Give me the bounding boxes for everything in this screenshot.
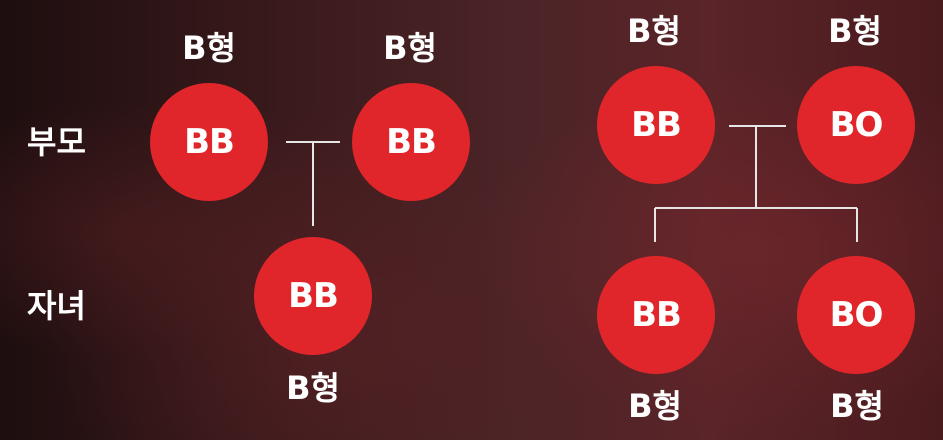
left-parent2-genotype: BB [386,122,437,162]
right-child1-blood-type: B형 [628,387,682,425]
right-parent2-genotype: BO [829,105,884,145]
left-parent1-circle: BB [150,83,268,201]
left-parent2-circle: BB [352,83,470,201]
row-label-children: 자녀 [27,287,86,325]
left-child-blood-type: B형 [286,369,340,407]
right-child1-circle: BB [597,256,715,374]
left-child-genotype: BB [288,276,339,316]
right-child2-genotype: BO [829,295,884,335]
right-parent1-blood-type: B형 [627,12,681,50]
left-parent2-blood-type: B형 [383,29,437,67]
right-child2-blood-type: B형 [830,387,884,425]
left-parent1-blood-type: B형 [182,29,236,67]
right-child2-circle: BO [797,256,915,374]
left-child-circle: BB [254,237,372,355]
right-child1-genotype: BB [631,295,682,335]
left-parent1-genotype: BB [184,122,235,162]
right-parent1-circle: BB [597,66,715,184]
right-parent2-circle: BO [797,66,915,184]
row-label-parents: 부모 [27,123,86,161]
right-parent2-blood-type: B형 [828,12,882,50]
right-parent1-genotype: BB [631,105,682,145]
